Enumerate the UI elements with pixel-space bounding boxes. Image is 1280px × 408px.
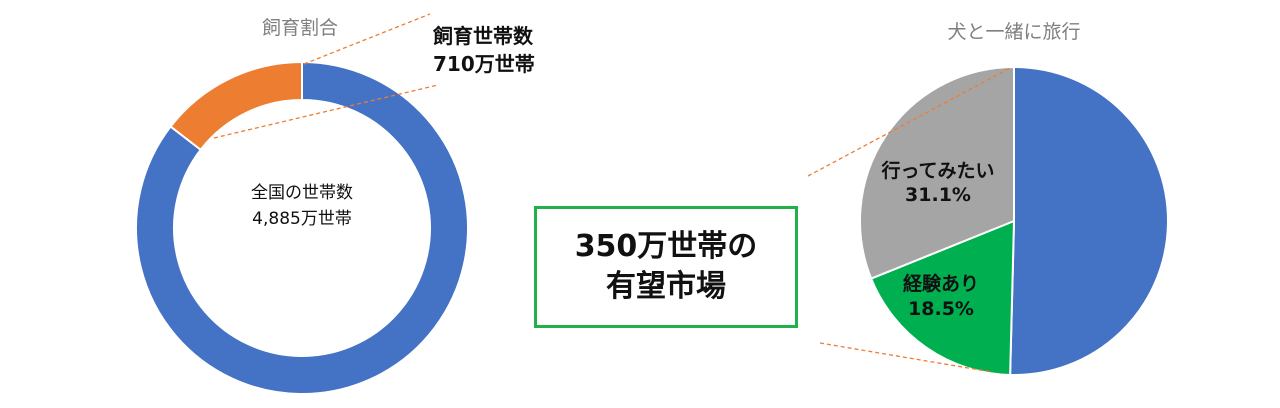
pie-value-want-to-go: 31.1% [905,184,971,206]
donut-chart [135,60,469,395]
donut-leader-line-bottom [213,84,439,139]
donut-callout-value: 710万世帯 [433,52,535,76]
pie-value-experienced: 18.5% [908,298,974,320]
donut-slice-0 [135,60,469,395]
pie-slice-0 [1009,65,1170,376]
pie-slice-1 [869,219,1016,376]
donut-slice-1 [169,60,303,152]
pie-label-experienced: 経験あり [903,272,979,295]
market-highlight-line1: 350万世帯の [574,229,758,264]
donut-callout-label: 飼育世帯数 [432,24,534,48]
pie-leader-line-bottom [819,342,993,373]
pie-chart-title: 犬と一緒に旅行 [947,21,1080,43]
market-highlight-line2: 有望市場 [606,269,726,304]
donut-center-label-households: 全国の世帯数 [251,183,353,203]
market-highlight-box: 350万世帯の 有望市場 [534,206,798,328]
donut-chart-title: 飼育割合 [262,17,338,39]
donut-center-value-households: 4,885万世帯 [252,209,352,229]
pie-slice-2 [859,65,1015,280]
donut-leader-line-top [303,13,431,65]
pie-label-want-to-go: 行ってみたい [880,159,994,182]
pie-chart [859,65,1170,376]
pie-leader-line-top [807,67,1011,177]
